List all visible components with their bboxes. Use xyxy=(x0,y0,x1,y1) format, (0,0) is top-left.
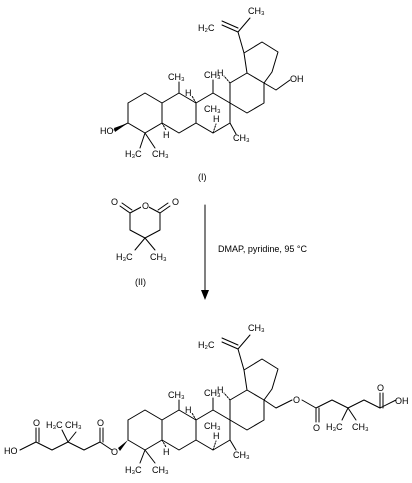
p-o-acid-right-label: O xyxy=(377,383,384,393)
i-oh-label: OH xyxy=(290,74,304,84)
p-ch3-e-label: CH₃ xyxy=(204,421,221,431)
ii-ring-oxygen-label: O xyxy=(142,201,149,211)
p-h3c-right-label: H₃C xyxy=(326,422,343,432)
i-ch3-b-label: CH₃ xyxy=(204,70,221,80)
p-ch3-a-label: CH₃ xyxy=(168,390,185,400)
p-o-link-left-label: O xyxy=(111,447,118,457)
i-h1-label: H xyxy=(185,88,192,98)
i-ch3-top-label: CH₃ xyxy=(248,6,265,16)
i-h4-label: H xyxy=(213,114,220,124)
reaction-arrow xyxy=(201,204,209,300)
ii-o-right-label: O xyxy=(172,197,179,207)
ii-h3c-label: H₃C xyxy=(116,252,133,262)
product-structure: H₂C CH₃ HO O CH₃ H₃C O O CH₃ CH₃ H H H H… xyxy=(4,323,409,475)
p-o-acid-left-label: O xyxy=(33,418,40,428)
p-oh-right-label: OH xyxy=(395,396,409,406)
p-ch3-d-label: CH₃ xyxy=(233,450,250,460)
p-o-ester-left-label: O xyxy=(97,418,104,428)
compound-i-structure: H₂C CH₃ OH HO CH₃ CH₃ H H H H H₃C CH₃ CH… xyxy=(100,6,304,182)
p-ch3-b-label: CH₃ xyxy=(204,388,221,398)
reaction-conditions: DMAP, pyridine, 95 °C xyxy=(218,244,307,254)
p-ch3-left-a-label: CH₃ xyxy=(65,420,82,430)
p-h3-label: H xyxy=(163,447,170,457)
i-ch3-d-label: CH₃ xyxy=(233,133,250,143)
compound-ii-caption: (II) xyxy=(135,277,146,287)
p-ho-label: HO xyxy=(4,446,18,456)
ii-o-left-label: O xyxy=(111,197,118,207)
p-h3c-left-label: H₃C xyxy=(46,420,63,430)
p-ch3-right-label: CH₃ xyxy=(352,422,369,432)
i-ch3-a-label: CH₃ xyxy=(168,72,185,82)
compound-ii-structure: O O O H₃C CH₃ (II) xyxy=(111,197,179,287)
i-h3c-label: H₃C xyxy=(125,149,142,159)
p-h2c-label: H₂C xyxy=(198,340,215,350)
ii-ch3-label: CH₃ xyxy=(150,252,167,262)
compound-i-caption: (I) xyxy=(198,172,207,182)
i-h2-label: H xyxy=(217,68,224,78)
i-ch3-e-label: CH₃ xyxy=(204,104,221,114)
i-h3-label: H xyxy=(163,130,170,140)
p-o-ester-right-label: O xyxy=(313,423,320,433)
p-ch3-c-label: CH₃ xyxy=(152,465,169,475)
i-ho-label: HO xyxy=(100,126,114,136)
p-o-link-right-label: O xyxy=(293,395,300,405)
i-h2c-label: H₂C xyxy=(198,23,215,33)
p-h1-label: H xyxy=(185,405,192,415)
p-h3c-label: H₃C xyxy=(125,465,142,475)
p-h2-label: H xyxy=(217,385,224,395)
p-ch3-top-label: CH₃ xyxy=(248,323,265,333)
i-ch3-c-label: CH₃ xyxy=(152,149,169,159)
p-h4-label: H xyxy=(213,431,220,441)
